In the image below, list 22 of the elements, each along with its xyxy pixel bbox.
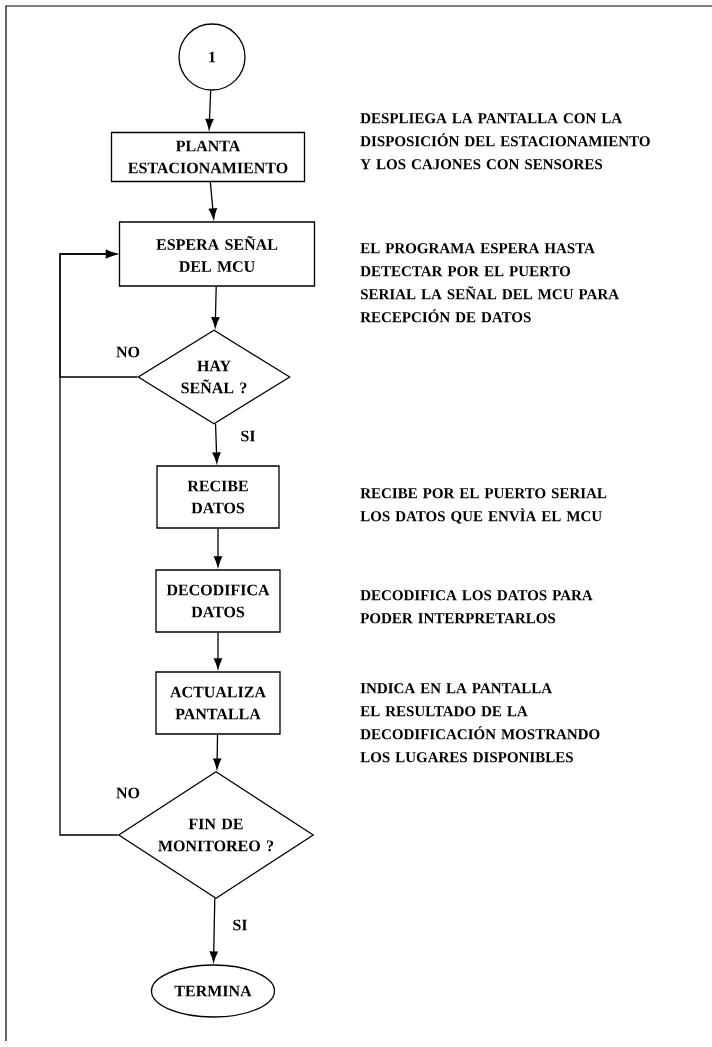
description-text: RECIBE POR EL PUERTO SERIAL LOS DATOS QUE ENVÌA EL MCU	[360, 488, 607, 524]
process-box: ACTUALIZA PANTALLA	[155, 671, 281, 735]
edge-label: SI	[239, 429, 257, 443]
arrow	[211, 286, 220, 328]
arrow	[205, 89, 214, 130]
description-text: EL PROGRAMA ESPERA HASTA DETECTAR POR EL PUERTO SERIAL LA SEÑAL DEL MCU PARA RECEPCIÓN DE DATOS	[360, 243, 619, 323]
arrow	[213, 734, 222, 770]
edge-label: SI	[231, 918, 249, 932]
description-text: INDICA EN LA PANTALLA EL RESULTADO DE LA DECODIFICACIÓN MOSTRANDO LOS LUGARES DISPONIBLES	[360, 683, 600, 763]
process-box: ESPERA SEÑAL DEL MCU	[118, 221, 316, 287]
edge-label: NO	[115, 786, 141, 800]
arrow	[213, 528, 223, 568]
description-text: DECODIFICA LOS DATOS PARA PODER INTERPRETARLOS	[360, 590, 593, 624]
arrow	[208, 181, 217, 220]
arrow	[212, 423, 221, 464]
arrow	[213, 632, 223, 670]
process-box: DECODIFICA DATOS	[155, 569, 281, 633]
process-box: PLANTA ESTACIONAMIENTO	[110, 131, 306, 183]
arrow	[59, 249, 119, 836]
description-text: DESPLIEGA LA PANTALLA CON LA DISPOSICIÓN DEL ESTACIONAMIENTO Y LOS CAJONES CON SENSORES	[360, 113, 650, 170]
process-box: RECIBE DATOS	[156, 465, 280, 529]
arrow	[209, 897, 218, 963]
